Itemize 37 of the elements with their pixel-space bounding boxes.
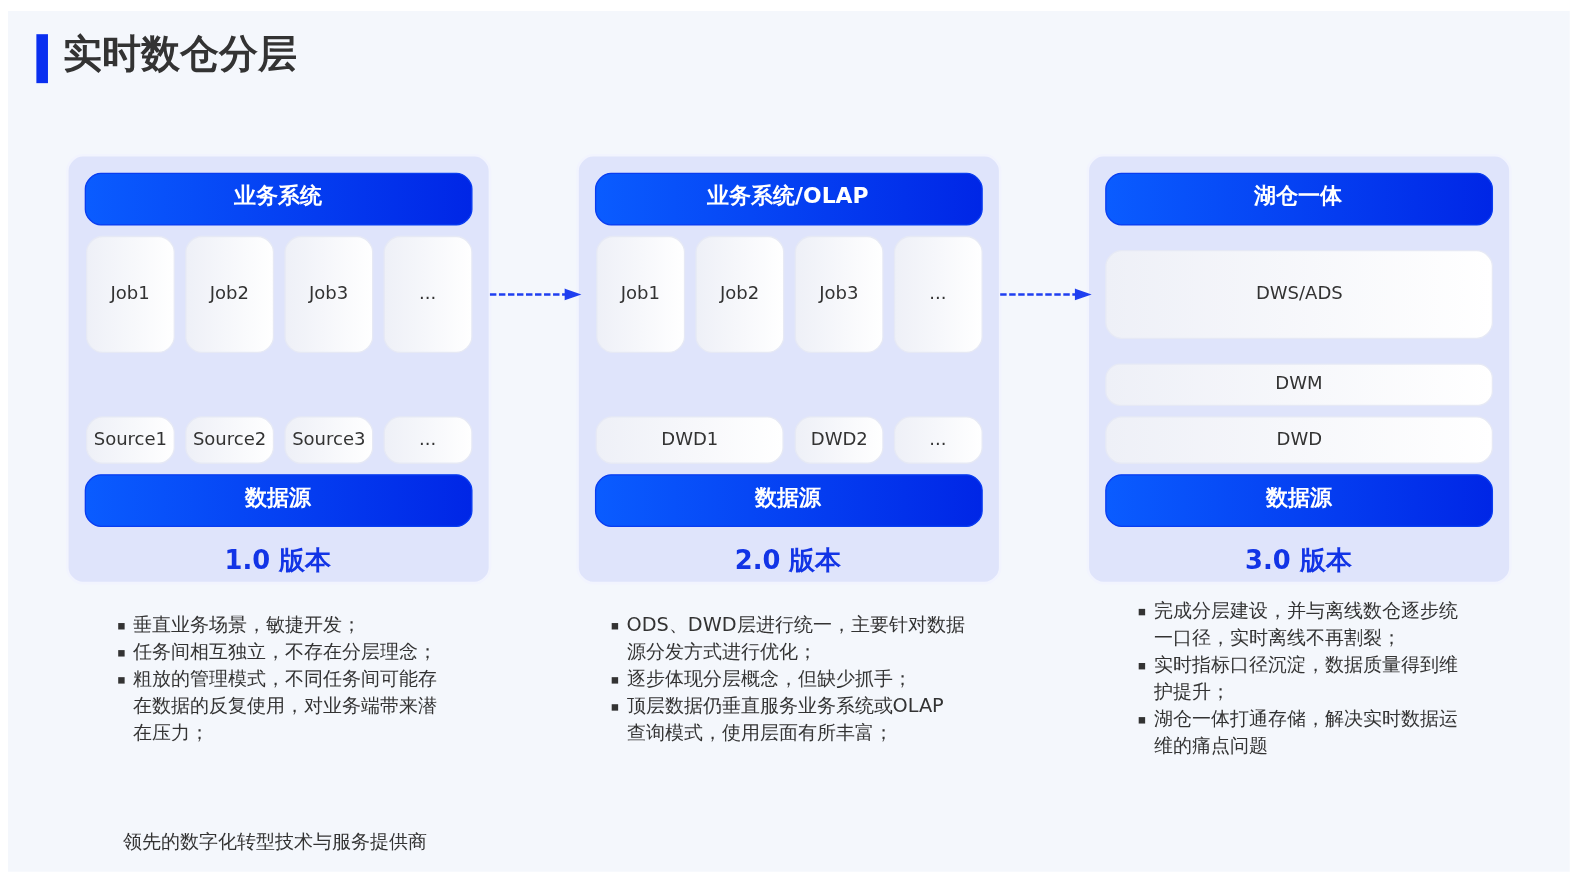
node-label: 湖仓一体打通存储，解决实时数据运维的痛点问题	[1153, 706, 1458, 757]
node-box: ...	[893, 416, 983, 464]
node-box: Source1	[86, 416, 175, 464]
node-box: 业务系统	[84, 172, 473, 226]
node-label: 实时指标口径沉淀，数据质量得到维护提升；	[1153, 652, 1458, 703]
arrow	[1000, 288, 1092, 301]
arrow	[489, 288, 582, 301]
node-box: DWD1	[595, 416, 784, 464]
node-box: 数据源	[1105, 474, 1494, 528]
diagram-title: 实时数仓分层	[63, 31, 298, 77]
node-box: DWD2	[794, 416, 884, 464]
node-box: ...	[383, 235, 473, 354]
node-label: 顶层数据仍垂直服务业务系统或OLAP查询模式，使用层面有所丰富；	[626, 693, 944, 745]
node-box: ...	[893, 235, 983, 354]
node-label: 任务间相互独立，不存在分层理念；	[133, 639, 438, 663]
node-box: 湖仓一体	[1105, 172, 1494, 226]
node-box: Job2	[185, 235, 275, 354]
node-box: 数据源	[84, 474, 473, 528]
label: 领先的数字化转型技术与服务提供商	[123, 829, 428, 853]
node-label: 逐步体现分层概念，但缺少抓手；	[626, 666, 912, 690]
node-label: ODS、DWD层进行统一，主要针对数据源分发方式进行优化；	[626, 612, 965, 663]
node-box: 业务系统/OLAP	[594, 172, 983, 226]
node-box: DWM	[1105, 363, 1494, 406]
node-box: DWS/ADS	[1105, 250, 1494, 339]
node-box: Job1	[596, 235, 686, 354]
node-label: 粗放的管理模式，不同任务间可能存在数据的反复使用，对业务端带来潜在压力；	[133, 666, 438, 745]
node-box: Source2	[185, 416, 275, 464]
node-box: Job3	[794, 235, 884, 354]
node-label: 完成分层建设，并与离线数仓逐步统一口径，实时离线不再割裂；	[1153, 598, 1458, 649]
node-box: Source3	[284, 416, 374, 464]
node-box: Job1	[86, 235, 175, 354]
node-box: Job2	[695, 235, 785, 354]
node-box: Job3	[284, 235, 374, 354]
node-box: 数据源	[594, 474, 983, 528]
node-box: ...	[383, 416, 473, 464]
node-box: DWD	[1105, 416, 1494, 464]
node-label: 垂直业务场景，敏捷开发；	[133, 612, 362, 636]
